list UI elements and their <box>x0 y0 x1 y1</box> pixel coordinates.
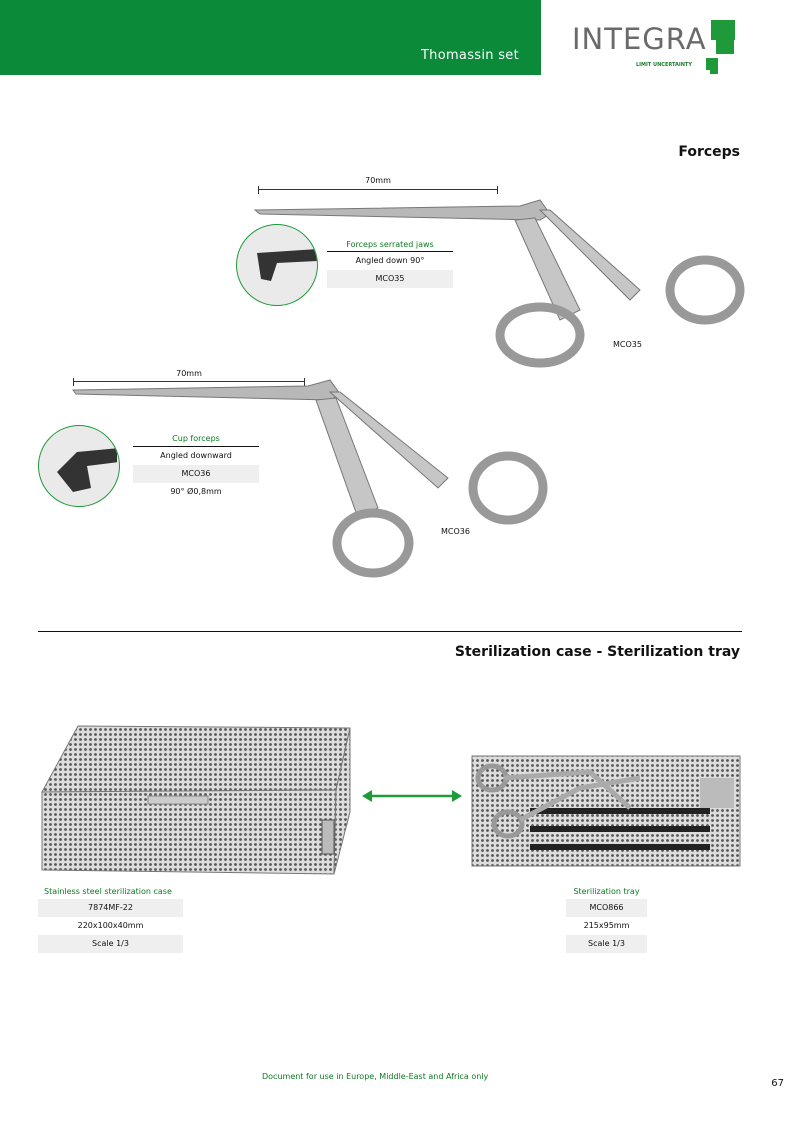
sterilization-tray-image <box>471 755 741 867</box>
dimension-label: 70mm <box>365 176 391 185</box>
header-band: Thomassin set <box>0 0 541 75</box>
spec-mco35: Forceps serrated jaws Angled down 90° MC… <box>327 238 453 288</box>
forceps-mco36-image <box>72 379 548 578</box>
sterilization-case-image <box>41 725 351 875</box>
integra-logo: INTEGRA LIMIT UNCERTAINTY <box>572 20 735 74</box>
double-arrow-icon <box>362 790 462 802</box>
jaw-detail-circle <box>236 224 318 306</box>
footer-note: Document for use in Europe, Middle-East … <box>262 1072 489 1081</box>
page-number: 67 <box>771 1078 784 1089</box>
spec-tray: Sterilization tray MCO866 215x95mm Scale… <box>566 884 647 953</box>
dimension-label: 70mm <box>176 369 202 378</box>
sterilization-heading: Sterilization case - Sterilization tray <box>454 644 740 660</box>
forceps-heading: Forceps <box>678 144 740 160</box>
product-code-label: MCO36 <box>441 527 470 536</box>
spec-mco36: Cup forceps Angled downward MCO36 90° Ø0… <box>133 431 259 501</box>
section-divider <box>38 631 742 632</box>
forceps-mco35-image <box>253 199 745 368</box>
product-code-label: MCO35 <box>613 340 642 349</box>
dimension-line <box>73 378 305 386</box>
cup-detail-circle <box>38 425 120 507</box>
spec-case: Stainless steel sterilization case 7874M… <box>38 884 183 953</box>
section-title: Thomassin set <box>420 48 519 63</box>
dimension-line <box>258 186 498 194</box>
